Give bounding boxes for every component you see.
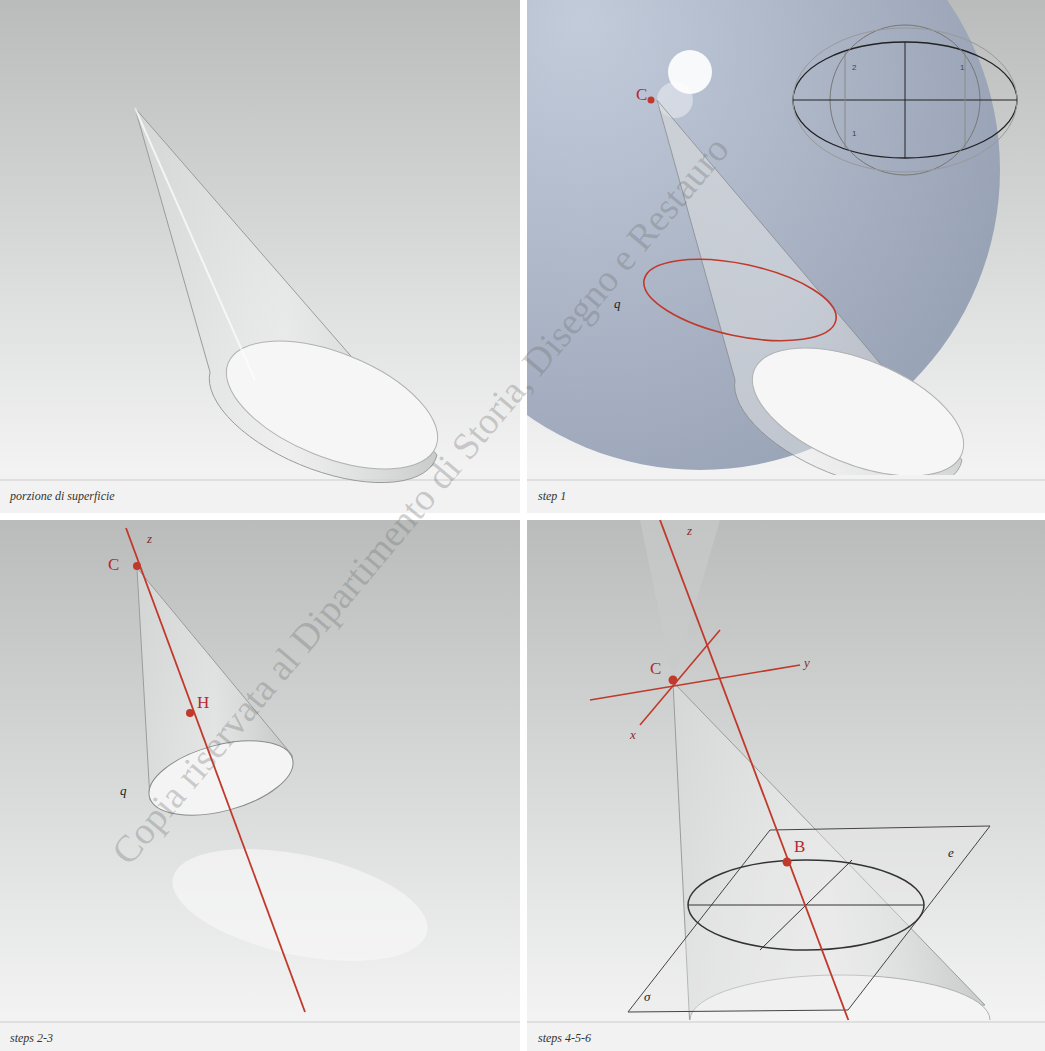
curve-label: q bbox=[614, 297, 621, 310]
axis-label: z bbox=[147, 532, 152, 545]
point-label: C bbox=[650, 660, 661, 677]
panel-caption: step 1 bbox=[538, 490, 566, 502]
panel-caption: porzione di superficie bbox=[10, 490, 115, 502]
inset-number: 1 bbox=[852, 130, 856, 138]
axis-label: y bbox=[804, 656, 810, 669]
plane-label: σ bbox=[644, 990, 650, 1003]
panel-caption: steps 2-3 bbox=[10, 1032, 53, 1044]
plane-label: e bbox=[948, 846, 954, 859]
axis-label: x bbox=[630, 728, 636, 741]
point-label: B bbox=[794, 838, 805, 855]
curve-label: q bbox=[120, 784, 127, 797]
axis-label: z bbox=[687, 524, 692, 537]
inset-number: 2 bbox=[852, 64, 856, 72]
point-label: H bbox=[197, 694, 209, 711]
point-label: C bbox=[108, 556, 119, 573]
inset-number: 1 bbox=[960, 64, 964, 72]
point-label: C bbox=[636, 86, 647, 103]
panel-caption: steps 4-5-6 bbox=[538, 1032, 591, 1044]
